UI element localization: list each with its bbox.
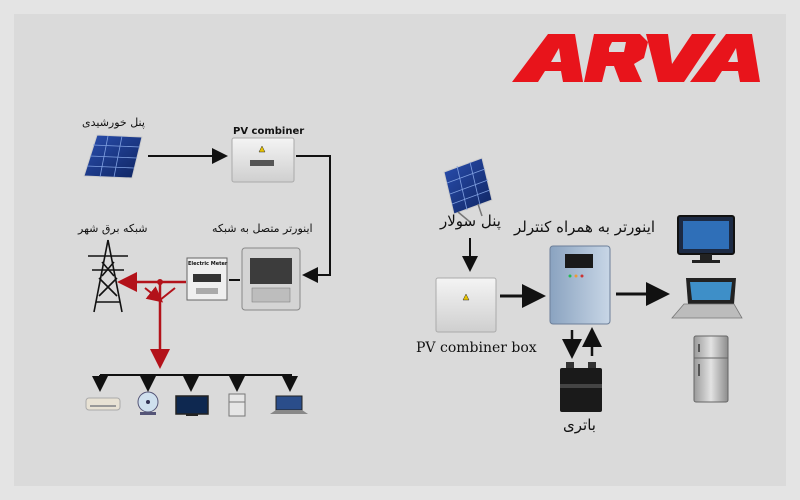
laptop-icon <box>270 395 308 414</box>
battery-icon <box>560 362 602 412</box>
right-combiner-label: PV combiner box <box>416 340 537 356</box>
right-combiner-box-icon <box>435 277 497 333</box>
fridge-icon <box>228 393 246 417</box>
left-inverter-label: اینورتر متصل به شبکه <box>212 222 313 235</box>
grid-tower-icon <box>88 239 128 313</box>
left-combiner-box-icon <box>231 137 295 183</box>
right-solar-panel-icon <box>443 157 493 223</box>
left-solar-panel-icon <box>83 134 143 179</box>
fan-icon <box>137 391 159 415</box>
electric-meter-icon <box>186 257 228 301</box>
right-inverter-label: اینورتر به همراه کنترلر <box>514 218 656 236</box>
left-inverter-icon <box>241 247 301 311</box>
right-fridge-icon <box>693 335 729 403</box>
monitor-icon <box>677 215 735 263</box>
air-conditioner-icon <box>85 397 121 411</box>
hybrid-inverter-icon <box>549 245 611 325</box>
grid-label: شبکه برق شهر <box>78 222 148 235</box>
left-combiner-label: PV combiner <box>233 126 305 137</box>
right-solar-panel-label: پنل سولار <box>440 212 501 230</box>
tv-icon <box>175 395 209 416</box>
right-laptop-icon <box>671 278 743 319</box>
meter-label: Electric Meter <box>188 261 228 267</box>
left-solar-panel-label: پنل خورشیدی <box>82 116 145 129</box>
battery-label: باتری <box>563 416 596 434</box>
